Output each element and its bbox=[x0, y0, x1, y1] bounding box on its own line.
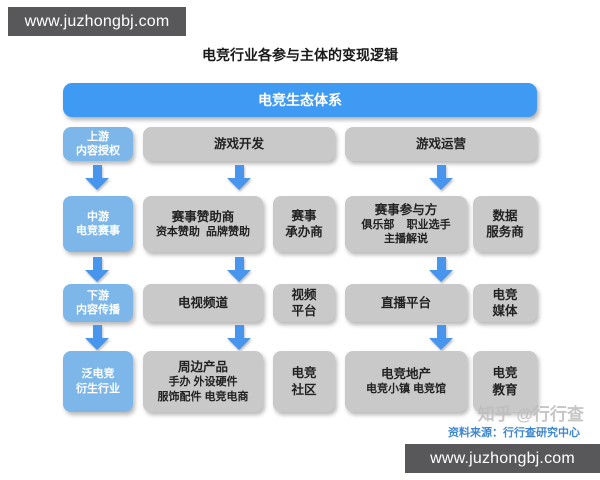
down-arrow-icon bbox=[429, 257, 453, 282]
box-merchandise: 周边产品 手办 外设硬件 服饰配件 电竞电商 bbox=[143, 351, 263, 412]
top-watermark-bar: www.juzhongbj.com bbox=[8, 7, 186, 36]
box-esports-real-estate-sub: 电竞小镇 电竞馆 bbox=[365, 383, 447, 396]
box-esports-media: 电竞 媒体 bbox=[473, 284, 537, 322]
stage-downstream-line2: 内容传播 bbox=[76, 304, 120, 316]
stage-derivative-line1: 泛电竞 bbox=[81, 368, 115, 381]
box-merchandise-sub1: 手办 外设硬件 bbox=[168, 376, 238, 389]
down-arrow-icon bbox=[85, 257, 109, 282]
stage-midstream-line1: 中游 bbox=[87, 210, 109, 223]
box-esports-education-line2: 教育 bbox=[492, 382, 518, 397]
bottom-watermark-url: www.juzhongbj.com bbox=[430, 449, 575, 467]
box-video-platform: 视频 平台 bbox=[273, 284, 335, 322]
box-tv-channel: 电视频道 bbox=[143, 284, 263, 322]
box-event-sponsor-sub: 资本赞助 品牌赞助 bbox=[155, 225, 251, 238]
box-esports-real-estate: 电竞地产 电竞小镇 电竞馆 bbox=[345, 351, 467, 412]
box-event-participants-title: 赛事参与方 bbox=[374, 202, 438, 217]
box-tv-channel-label: 电视频道 bbox=[177, 295, 228, 310]
data-source-credit: 资料来源：行行查研究中心 bbox=[448, 427, 580, 439]
stage-downstream: 下游 内容传播 bbox=[63, 284, 133, 322]
box-game-development: 游戏开发 bbox=[143, 127, 335, 161]
box-esports-media-line2: 媒体 bbox=[492, 304, 518, 318]
top-watermark-url: www.juzhongbj.com bbox=[24, 12, 170, 30]
box-event-sponsor: 赛事赞助商 资本赞助 品牌赞助 bbox=[143, 196, 263, 252]
box-game-operation-label: 游戏运营 bbox=[415, 136, 466, 151]
box-esports-education-line1: 电竞 bbox=[492, 366, 518, 381]
down-arrow-icon bbox=[85, 325, 109, 350]
box-data-service-line1: 数据 bbox=[492, 208, 518, 223]
box-data-service: 数据 服务商 bbox=[473, 196, 537, 252]
box-esports-media-line1: 电竞 bbox=[492, 287, 518, 302]
stage-upstream-line1: 上游 bbox=[87, 130, 109, 143]
box-merchandise-title: 周边产品 bbox=[177, 360, 228, 375]
box-event-organizer-line1: 赛事 bbox=[291, 208, 317, 223]
stage-derivative-line2: 衍生行业 bbox=[76, 382, 120, 395]
box-esports-real-estate-title: 电竞地产 bbox=[380, 367, 431, 382]
box-event-participants-sub1: 俱乐部 职业选手 bbox=[361, 218, 451, 231]
box-video-platform-line1: 视频 bbox=[291, 287, 317, 302]
box-event-participants-sub2: 主播解说 bbox=[384, 233, 428, 246]
down-arrow-icon bbox=[227, 257, 251, 282]
box-live-platform-label: 直播平台 bbox=[380, 295, 431, 310]
box-event-organizer-line2: 承办商 bbox=[285, 225, 323, 239]
box-esports-education: 电竞 教育 bbox=[473, 351, 537, 412]
stage-upstream-line2: 内容授权 bbox=[76, 145, 120, 157]
stage-derivative: 泛电竞 衍生行业 bbox=[63, 351, 133, 412]
page-title: 电竞行业各参与主体的变现逻辑 bbox=[202, 47, 398, 63]
down-arrow-icon bbox=[227, 165, 251, 190]
stage-midstream: 中游 电竞赛事 bbox=[63, 196, 133, 252]
down-arrow-icon bbox=[429, 325, 453, 350]
box-esports-community-line1: 电竞 bbox=[291, 366, 317, 381]
box-data-service-line2: 服务商 bbox=[486, 225, 524, 239]
box-merchandise-sub2: 服饰配件 电竞电商 bbox=[157, 390, 249, 403]
down-arrow-icon bbox=[429, 165, 453, 190]
ecosystem-header-box: 电竞生态体系 bbox=[63, 83, 537, 117]
box-event-organizer: 赛事 承办商 bbox=[273, 196, 335, 252]
stage-upstream: 上游 内容授权 bbox=[63, 127, 133, 161]
down-arrow-icon bbox=[85, 165, 109, 190]
down-arrow-icon bbox=[227, 325, 251, 350]
box-game-operation: 游戏运营 bbox=[345, 127, 537, 161]
stage-downstream-line1: 下游 bbox=[87, 289, 109, 302]
stage-midstream-line2: 电竞赛事 bbox=[76, 225, 120, 237]
box-event-participants: 赛事参与方 俱乐部 职业选手 主播解说 bbox=[345, 196, 467, 252]
zhihu-watermark: 知乎 @行行查 bbox=[477, 405, 584, 424]
box-video-platform-line2: 平台 bbox=[291, 304, 317, 318]
ecosystem-header-label: 电竞生态体系 bbox=[258, 92, 342, 108]
bottom-watermark-bar: www.juzhongbj.com bbox=[405, 444, 600, 473]
box-esports-community: 电竞 社区 bbox=[273, 351, 335, 412]
box-live-platform: 直播平台 bbox=[345, 284, 467, 322]
box-game-development-label: 游戏开发 bbox=[213, 136, 264, 151]
box-event-sponsor-title: 赛事赞助商 bbox=[171, 209, 235, 224]
box-esports-community-line2: 社区 bbox=[291, 382, 317, 397]
